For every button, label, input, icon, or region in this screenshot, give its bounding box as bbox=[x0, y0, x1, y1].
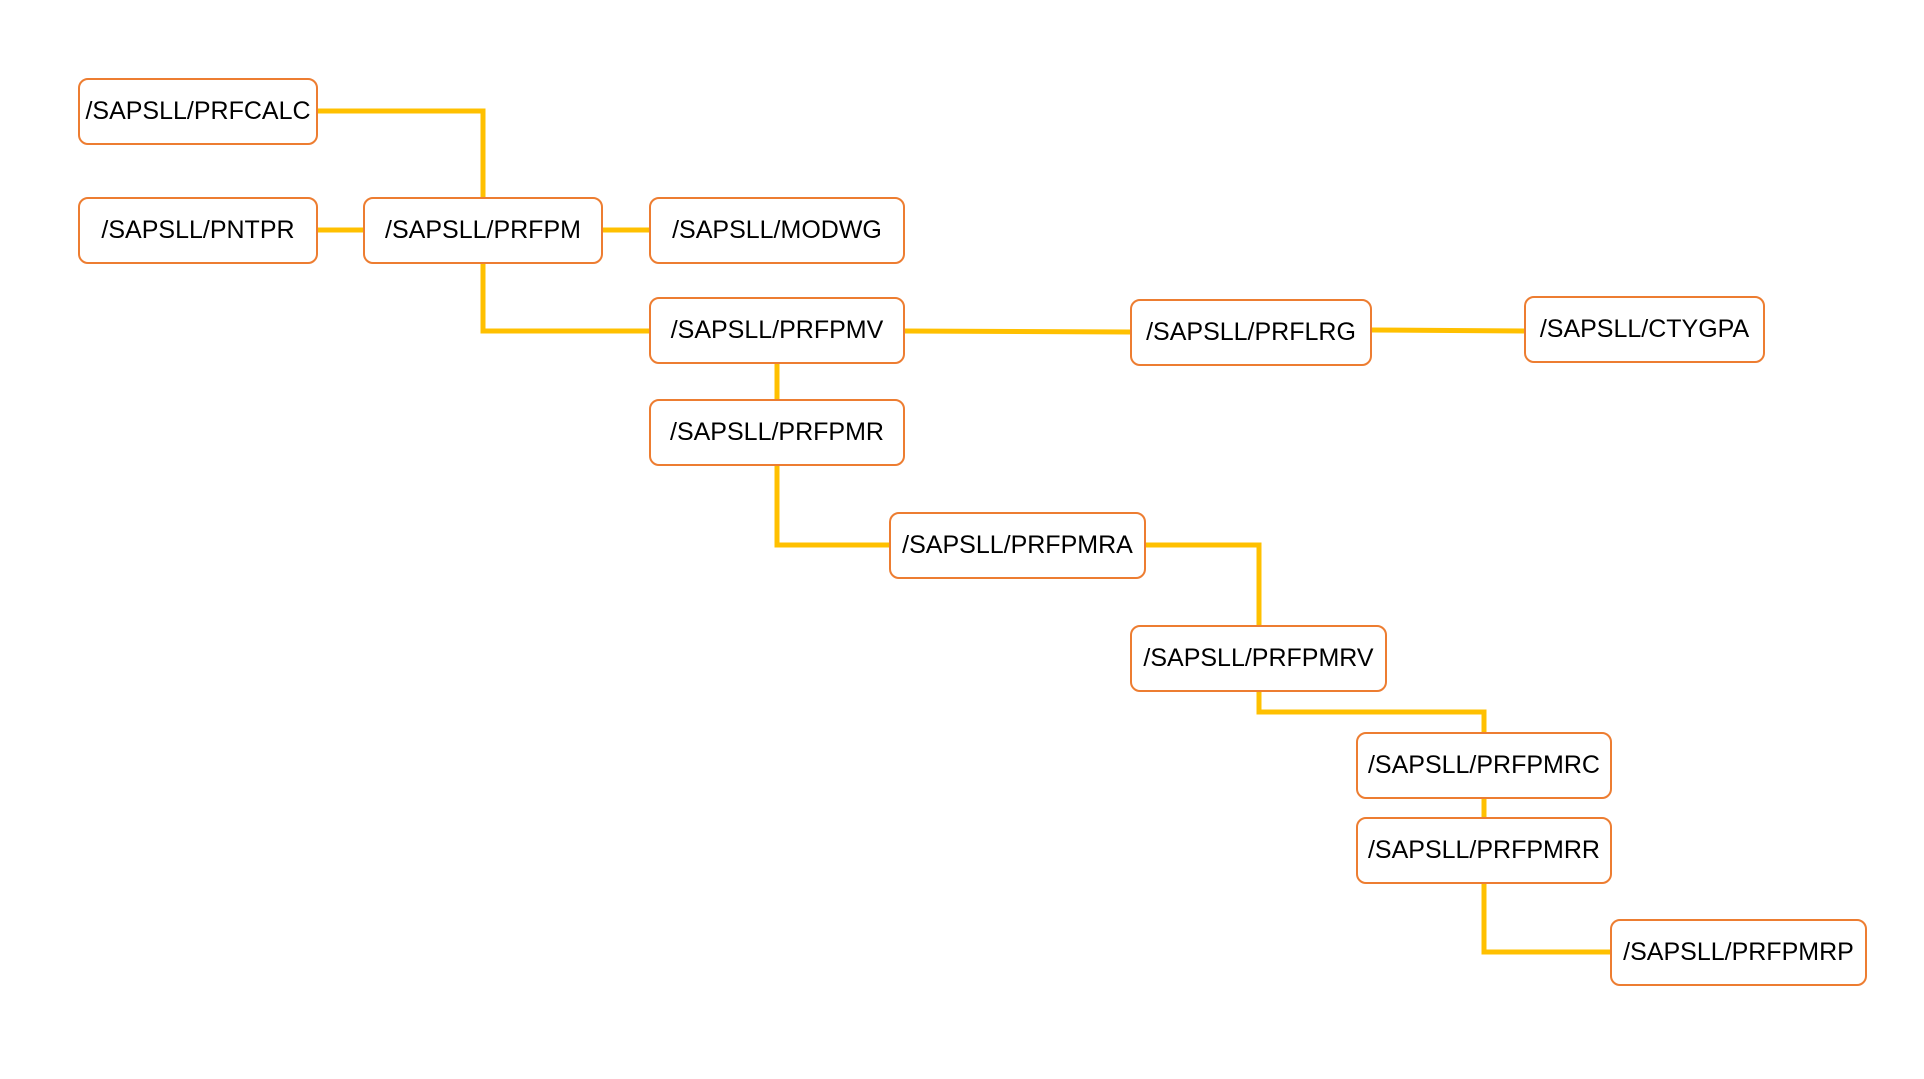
node-modwg: /SAPSLL/MODWG bbox=[649, 197, 905, 264]
connector-prfpmrv-prfpmrc bbox=[1256, 692, 1487, 732]
node-prflrg: /SAPSLL/PRFLRG bbox=[1130, 299, 1372, 366]
connector-prfcalc-prfpm bbox=[318, 108, 486, 197]
node-prfpmrp: /SAPSLL/PRFPMRP bbox=[1610, 919, 1867, 986]
node-prfpmrr: /SAPSLL/PRFPMRR bbox=[1356, 817, 1612, 884]
node-prfpm: /SAPSLL/PRFPM bbox=[363, 197, 603, 264]
connector-prflrg-ctygpa bbox=[1371, 327, 1525, 334]
node-prfpmra: /SAPSLL/PRFPMRA bbox=[889, 512, 1146, 579]
node-prfcalc: /SAPSLL/PRFCALC bbox=[78, 78, 318, 145]
node-prfpmr: /SAPSLL/PRFPMR bbox=[649, 399, 905, 466]
node-prfpmrc: /SAPSLL/PRFPMRC bbox=[1356, 732, 1612, 799]
node-ctygpa: /SAPSLL/CTYGPA bbox=[1524, 296, 1765, 363]
connector-prfpmrr-prfpmrp bbox=[1481, 884, 1610, 955]
connector-prfpmr-prfpmra bbox=[774, 466, 889, 548]
connector-prfpmv-prflrg bbox=[904, 328, 1131, 335]
connector-prfpm-prfpmv bbox=[480, 264, 649, 334]
node-prfpmv: /SAPSLL/PRFPMV bbox=[649, 297, 905, 364]
connector-prfpmra-prfpmrv bbox=[1146, 542, 1262, 625]
node-pntpr: /SAPSLL/PNTPR bbox=[78, 197, 318, 264]
node-prfpmrv: /SAPSLL/PRFPMRV bbox=[1130, 625, 1387, 692]
